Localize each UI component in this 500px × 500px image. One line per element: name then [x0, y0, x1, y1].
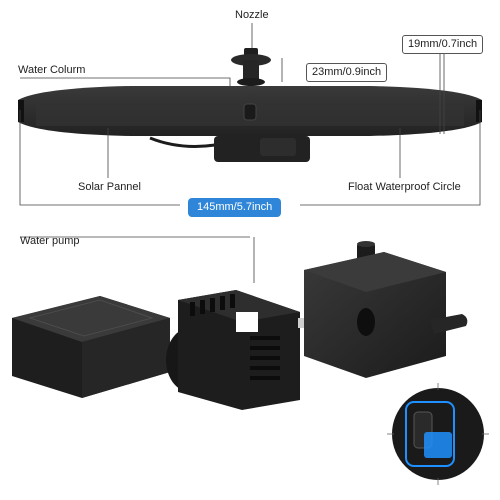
solar-fountain [18, 48, 482, 162]
solar-panel-label: Solar Pannel [78, 181, 141, 193]
float-height-dimension: 19mm/0.7inch [402, 35, 484, 54]
nozzle-label: Nozzle [235, 9, 269, 21]
solar-panel-part [18, 86, 482, 136]
nozzle-part [231, 48, 271, 86]
diameter-dimension: 145mm/5.7inch [188, 198, 282, 217]
nozzle-height-dimension: 23mm/0.9inch [306, 63, 388, 82]
pump-motor-part [304, 241, 468, 378]
filter-cage-part [178, 290, 300, 410]
float-circle-label: Float Waterproof Circle [348, 181, 461, 193]
top-leader-lines [19, 23, 481, 206]
water-column-label: Water Colurm [18, 64, 86, 76]
under-pump-part [149, 136, 310, 162]
switch-detail-callout [387, 383, 489, 485]
battery-box-part [12, 296, 170, 398]
water-pump-label: Water pump [20, 235, 80, 247]
